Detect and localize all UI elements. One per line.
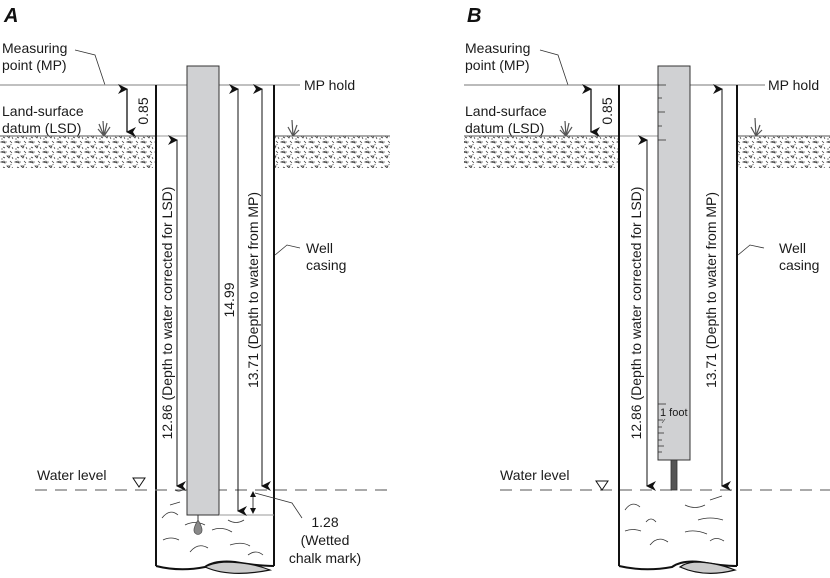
chalk-mark-leader: [254, 492, 303, 519]
well-casing-label-line2: casing: [779, 257, 819, 273]
well-bottom-cutaway: [203, 561, 273, 574]
water-level-label: Water level: [500, 467, 570, 483]
grass-icon: [97, 120, 111, 137]
mp-leader-line: [74, 49, 106, 86]
panel-b: B Measuring point (MP) MP hold Land-surf…: [464, 5, 830, 574]
mp-leader-line: [539, 49, 569, 86]
grass-icon: [750, 117, 763, 137]
mp-hold-label: MP hold: [304, 77, 355, 93]
ground-right: [738, 136, 830, 168]
depth-from-mp-label: 13.71 (Depth to water from MP): [245, 192, 261, 388]
measuring-point-label-line2: point (MP): [465, 57, 530, 73]
water-ripples: [624, 495, 725, 546]
depth-corrected-label: 12.86 (Depth to water corrected for LSD): [628, 187, 644, 440]
well-casing-leader: [737, 244, 765, 256]
chalk-mark-arrowheads: [250, 491, 256, 514]
lsd-label-line2: datum (LSD): [465, 120, 544, 136]
well-casing-label-line1: Well: [779, 240, 806, 256]
lsd-label-line1: Land-surface: [465, 103, 547, 119]
probe-rod: [670, 459, 678, 491]
well-casing-label-line2: casing: [306, 257, 346, 273]
steel-tape: [657, 65, 691, 461]
tape-graduations-top: [658, 84, 666, 141]
mp-hold-label: MP hold: [768, 77, 819, 93]
depth-from-mp-label: 13.71 (Depth to water from MP): [703, 192, 719, 388]
tape-weight-icon: [193, 519, 203, 535]
panel-a-label: A: [3, 5, 18, 27]
depth-corrected-label: 12.86 (Depth to water corrected for LSD): [159, 187, 175, 440]
chalk-mark-value: 1.28: [311, 514, 338, 530]
well-bottom-cutaway: [678, 561, 737, 574]
measuring-point-label-line1: Measuring: [2, 40, 67, 56]
grass-icon: [287, 119, 300, 137]
ground-left: [0, 136, 155, 168]
measuring-point-label-line2: point (MP): [2, 57, 67, 73]
ground-left: [464, 136, 618, 168]
water-level-symbol-icon: [595, 480, 609, 491]
chalk-mark-label-line2: (Wetted: [301, 532, 350, 548]
well-casing-leader: [274, 244, 301, 256]
water-ripples: [161, 487, 264, 556]
panel-a: A Measuring point (MP) MP hold Land-surf…: [0, 5, 390, 574]
grass-icon: [559, 120, 573, 137]
measuring-point-label-line1: Measuring: [465, 40, 530, 56]
scale-label: 1 foot: [660, 407, 688, 419]
steel-tape: [186, 65, 220, 516]
water-level-label: Water level: [37, 467, 107, 483]
mp-offset-value: 0.85: [599, 97, 615, 124]
chalk-mark-label-line3: chalk mark): [289, 550, 361, 566]
panel-b-label: B: [467, 5, 481, 27]
well-casing-label-line1: Well: [306, 240, 333, 256]
ground-right: [275, 136, 390, 168]
tape-scale-ticks: [658, 403, 666, 453]
hold-length-value: 14.99: [221, 282, 237, 317]
mp-offset-value: 0.85: [135, 97, 151, 124]
scale-leader: [661, 418, 666, 424]
lsd-label-line1: Land-surface: [2, 103, 84, 119]
water-level-symbol-icon: [132, 477, 146, 488]
lsd-label-line2: datum (LSD): [2, 120, 81, 136]
